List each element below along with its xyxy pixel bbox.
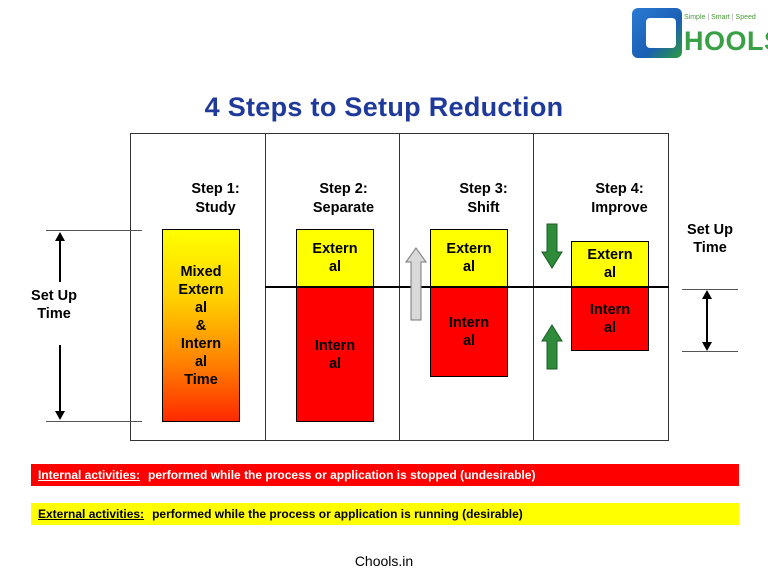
step-2-label: Step 2:Separate xyxy=(312,181,375,216)
page-title: 4 Steps to Setup Reduction xyxy=(204,92,564,122)
external-activities-key: External activities: xyxy=(38,507,145,521)
internal-activities-banner: Internal activities: performed while the… xyxy=(31,464,739,486)
improve-up-arrow-icon xyxy=(541,324,563,370)
right-measure-tick-bottom xyxy=(682,351,738,352)
chools-logo: Simple | Smart | Speed HOOLS xyxy=(632,8,768,58)
footer-site: Chools.in xyxy=(354,553,414,569)
internal-activities-text: performed while the process or applicati… xyxy=(148,468,536,482)
improve-down-arrow-icon xyxy=(541,223,563,269)
external-activities-banner: External activities: performed while the… xyxy=(31,503,739,525)
external-activities-text: performed while the process or applicati… xyxy=(152,507,523,521)
measure-tick-top xyxy=(46,230,142,231)
logo-c-mark xyxy=(632,8,682,58)
step-4-label: Step 4:Improve xyxy=(591,181,648,216)
setup-time-arrow-icon xyxy=(55,232,65,420)
right-setup-time-arrow-icon xyxy=(702,290,712,351)
shift-up-arrow-icon xyxy=(405,247,427,321)
step-3-label: Step 3:Shift xyxy=(459,181,508,216)
internal-activities-key: Internal activities: xyxy=(38,468,141,482)
logo-tagline: Simple | Smart | Speed xyxy=(684,14,756,21)
measure-tick-bottom xyxy=(46,421,142,422)
step-1-label: Step 1:Study xyxy=(191,181,240,216)
logo-wordmark: HOOLS xyxy=(684,26,768,56)
right-measure-tick-top xyxy=(682,289,738,290)
